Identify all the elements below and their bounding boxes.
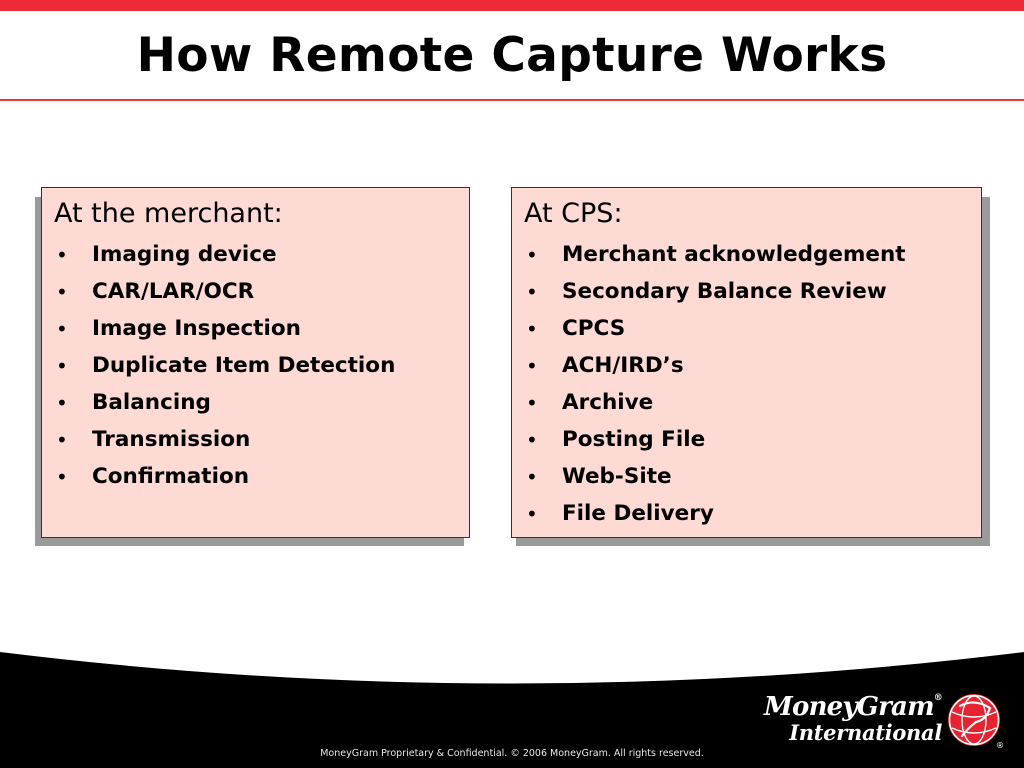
list-item-label: Posting File xyxy=(562,427,706,452)
list-item-label: Duplicate Item Detection xyxy=(92,353,396,378)
list-item: • Transmission xyxy=(52,425,395,462)
moneygram-globe-icon: ® xyxy=(948,694,1004,750)
footer-band xyxy=(0,652,1024,768)
list-item-label: ACH/IRD’s xyxy=(562,353,684,378)
list-item: • CPCS xyxy=(522,314,906,351)
bullet-icon: • xyxy=(526,317,538,341)
list-item: • File Delivery xyxy=(522,499,906,536)
list-item-label: Balancing xyxy=(92,390,211,415)
moneygram-logo: MoneyGram® International xyxy=(760,692,943,745)
logo-subtitle: International xyxy=(789,720,942,745)
merchant-step-list: • Imaging device • CAR/LAR/OCR • Image Insp… xyxy=(52,240,395,499)
slide-title: How Remote Capture Works xyxy=(136,28,888,83)
list-item: • Web-Site xyxy=(522,462,906,499)
list-item-label: Secondary Balance Review xyxy=(562,279,887,304)
bullet-icon: • xyxy=(56,280,68,304)
bullet-icon: • xyxy=(526,428,538,452)
logo-wordmark: MoneyGram xyxy=(764,692,935,722)
list-item: • Merchant acknowledgement xyxy=(522,240,906,277)
registered-mark: ® xyxy=(933,693,943,703)
title-divider xyxy=(0,99,1024,101)
list-item: • Confirmation xyxy=(52,462,395,499)
list-item-label: Web-Site xyxy=(562,464,672,489)
list-item-label: Merchant acknowledgement xyxy=(562,242,906,267)
bullet-icon: • xyxy=(56,428,68,452)
list-item-label: Transmission xyxy=(92,427,251,452)
cps-step-list: • Merchant acknowledgement • Secondary Bal… xyxy=(522,240,906,536)
bullet-icon: • xyxy=(526,391,538,415)
list-item-label: CAR/LAR/OCR xyxy=(92,279,255,304)
bullet-icon: • xyxy=(526,354,538,378)
svg-text:®: ® xyxy=(996,741,1004,750)
list-item-label: Imaging device xyxy=(92,242,277,267)
list-item: • Balancing xyxy=(52,388,395,425)
bullet-icon: • xyxy=(56,465,68,489)
bullet-icon: • xyxy=(56,243,68,267)
list-item-label: Image Inspection xyxy=(92,316,301,341)
cps-panel-heading: At CPS: xyxy=(524,198,623,229)
list-item: • Imaging device xyxy=(52,240,395,277)
footer-copyright: MoneyGram Proprietary & Confidential. © … xyxy=(320,748,704,759)
bullet-icon: • xyxy=(526,243,538,267)
bullet-icon: • xyxy=(526,465,538,489)
cps-panel: At CPS: • Merchant acknowledgement • Secon… xyxy=(511,187,982,538)
bullet-icon: • xyxy=(56,391,68,415)
list-item: • Archive xyxy=(522,388,906,425)
list-item: • ACH/IRD’s xyxy=(522,351,906,388)
bullet-icon: • xyxy=(56,354,68,378)
list-item-label: File Delivery xyxy=(562,501,714,526)
merchant-panel: At the merchant: • Imaging device • CAR/LA… xyxy=(41,187,470,538)
list-item: • Image Inspection xyxy=(52,314,395,351)
bullet-icon: • xyxy=(526,502,538,526)
list-item-label: Archive xyxy=(562,390,654,415)
list-item-label: CPCS xyxy=(562,316,626,341)
list-item: • Duplicate Item Detection xyxy=(52,351,395,388)
list-item-label: Confirmation xyxy=(92,464,250,489)
merchant-panel-heading: At the merchant: xyxy=(54,198,283,229)
bullet-icon: • xyxy=(526,280,538,304)
list-item: • CAR/LAR/OCR xyxy=(52,277,395,314)
bullet-icon: • xyxy=(56,317,68,341)
top-accent-bar xyxy=(0,0,1024,11)
list-item: • Posting File xyxy=(522,425,906,462)
list-item: • Secondary Balance Review xyxy=(522,277,906,314)
